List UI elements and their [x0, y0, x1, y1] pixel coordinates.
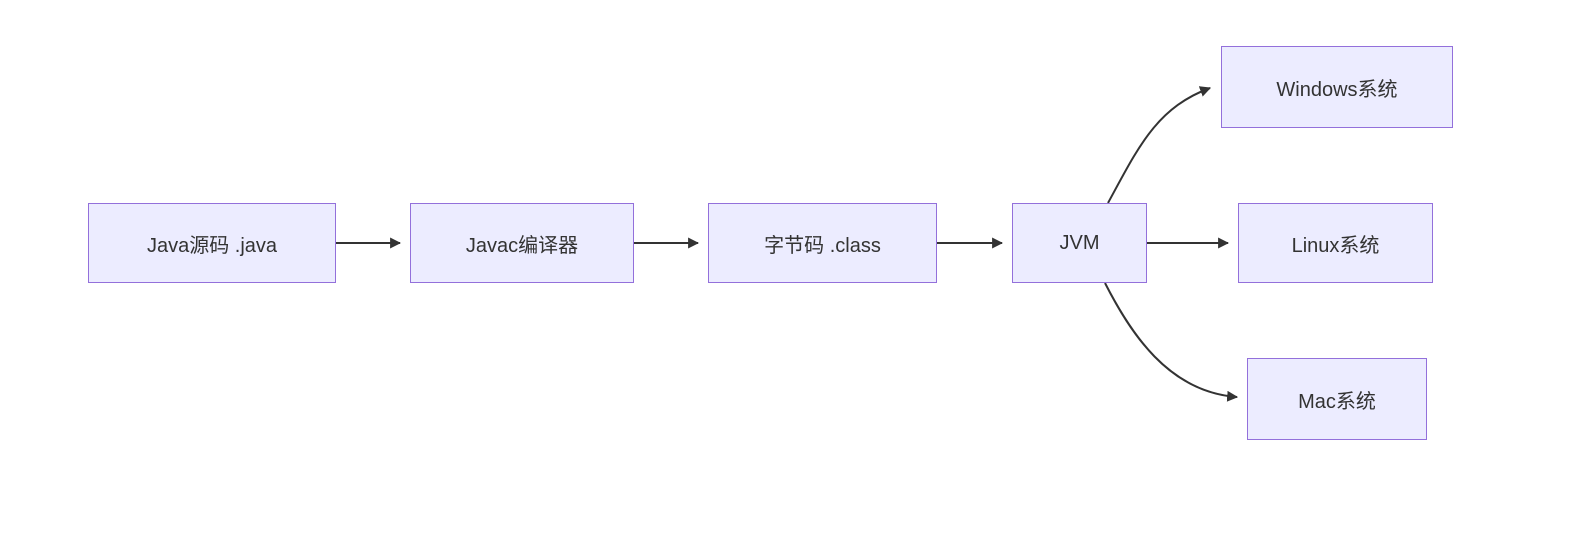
- node-jvm-label: JVM: [1059, 231, 1100, 254]
- node-bytecode: 字节码 .class: [708, 203, 937, 283]
- node-javac-compiler: Javac编译器: [410, 203, 634, 283]
- node-mac-os: Mac系统: [1247, 358, 1427, 440]
- node-linux-os-label: Linux系统: [1291, 234, 1380, 257]
- node-linux-os: Linux系统: [1238, 203, 1433, 283]
- node-mac-os-label: Mac系统: [1298, 390, 1376, 413]
- edge-jvm-to-windows-arrow: [1107, 86, 1212, 204]
- edge-jvm-to-mac-arrow: [1104, 282, 1239, 402]
- node-windows-os: Windows系统: [1221, 46, 1453, 128]
- node-javac-compiler-label: Javac编译器: [465, 234, 579, 257]
- node-java-source: Java源码 .java: [88, 203, 336, 283]
- node-java-source-label: Java源码 .java: [146, 234, 278, 257]
- node-jvm: JVM: [1012, 203, 1147, 283]
- node-bytecode-label: 字节码 .class: [764, 234, 881, 257]
- node-windows-os-label: Windows系统: [1276, 78, 1398, 101]
